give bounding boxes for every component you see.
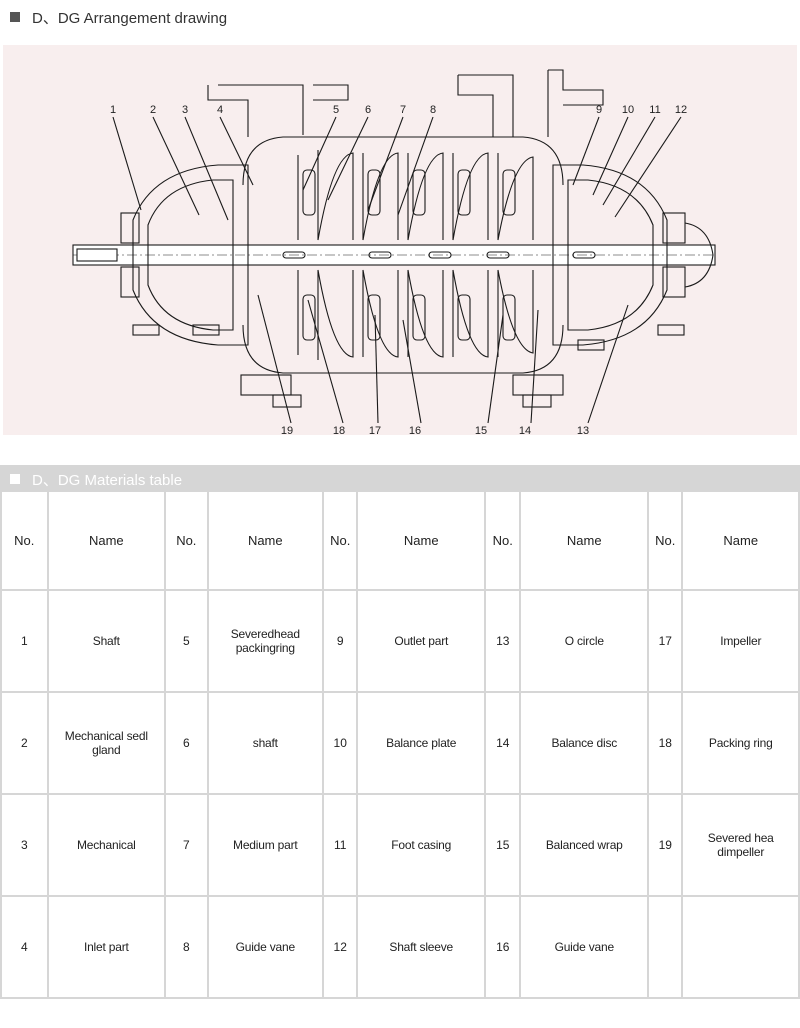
part-number: 4 xyxy=(2,897,47,997)
header-name: Name xyxy=(48,492,165,589)
table-row: 1 Shaft 5 Severedhead packingring 9 Outl… xyxy=(2,591,798,691)
part-number: 5 xyxy=(166,591,207,691)
part-name: Inlet part xyxy=(48,897,165,997)
part-name: Mechanical xyxy=(48,795,165,895)
part-name: Mechanical sedl gland xyxy=(48,693,165,793)
header-no: No. xyxy=(2,492,47,589)
table-row: 3 Mechanical 7 Medium part 11 Foot casin… xyxy=(2,795,798,895)
callout-label-19: 19 xyxy=(281,425,293,435)
part-name: Outlet part xyxy=(358,591,485,691)
part-number: 3 xyxy=(2,795,47,895)
part-number: 15 xyxy=(486,795,520,895)
part-name: Foot casing xyxy=(358,795,485,895)
callout-label-3: 3 xyxy=(182,104,188,116)
materials-section-title: D、DG Materials table xyxy=(32,471,183,489)
callout-label-5: 5 xyxy=(333,104,339,116)
materials-table: No. Name No. Name No. Name No. Name No. … xyxy=(0,490,800,999)
callout-label-6: 6 xyxy=(365,104,371,116)
header-no: No. xyxy=(166,492,207,589)
part-name: Balanced wrap xyxy=(521,795,648,895)
callout-label-13: 13 xyxy=(577,425,589,435)
callout-label-7: 7 xyxy=(400,104,406,116)
part-number: 13 xyxy=(486,591,520,691)
part-number: 11 xyxy=(324,795,357,895)
part-name: Severedhead packingring xyxy=(208,591,323,691)
header-no: No. xyxy=(649,492,682,589)
part-number: 19 xyxy=(649,795,682,895)
part-number: 2 xyxy=(2,693,47,793)
callout-label-8: 8 xyxy=(430,104,436,116)
part-name xyxy=(683,897,798,997)
arrangement-section-title: D、DG Arrangement drawing xyxy=(32,9,228,27)
part-name: Guide vane xyxy=(208,897,323,997)
part-name: Severed hea dimpeller xyxy=(683,795,798,895)
part-number: 18 xyxy=(649,693,682,793)
header-name: Name xyxy=(208,492,323,589)
callout-label-10: 10 xyxy=(622,104,634,116)
part-name: Balance plate xyxy=(358,693,485,793)
header-no: No. xyxy=(324,492,357,589)
square-bullet-icon xyxy=(10,474,20,484)
part-number: 12 xyxy=(324,897,357,997)
callout-label-4: 4 xyxy=(217,104,223,116)
part-name: Guide vane xyxy=(521,897,648,997)
square-bullet-icon xyxy=(10,12,20,22)
part-number: 14 xyxy=(486,693,520,793)
part-name: Packing ring xyxy=(683,693,798,793)
table-row: 2 Mechanical sedl gland 6 shaft 10 Balan… xyxy=(2,693,798,793)
header-no: No. xyxy=(486,492,520,589)
pump-cross-section-drawing: 1 2 3 4 5 6 7 8 9 10 11 12 19 18 17 16 1… xyxy=(72,69,716,435)
part-number: 6 xyxy=(166,693,207,793)
callout-label-14: 14 xyxy=(519,425,531,435)
table-header-row: No. Name No. Name No. Name No. Name No. … xyxy=(2,492,798,589)
callout-label-15: 15 xyxy=(475,425,487,435)
header-name: Name xyxy=(683,492,798,589)
callout-label-17: 17 xyxy=(369,425,381,435)
header-name: Name xyxy=(358,492,485,589)
callout-label-9: 9 xyxy=(596,104,602,116)
callout-label-16: 16 xyxy=(409,425,421,435)
table-row: 4 Inlet part 8 Guide vane 12 Shaft sleev… xyxy=(2,897,798,997)
part-name: Medium part xyxy=(208,795,323,895)
arrangement-section-header: D、DG Arrangement drawing xyxy=(10,6,227,28)
part-name: shaft xyxy=(208,693,323,793)
part-number: 16 xyxy=(486,897,520,997)
callout-label-1: 1 xyxy=(110,104,116,116)
part-number: 1 xyxy=(2,591,47,691)
part-number: 17 xyxy=(649,591,682,691)
materials-section-header: D、DG Materials table xyxy=(0,465,800,493)
part-name: Shaft sleeve xyxy=(358,897,485,997)
callout-label-11: 11 xyxy=(649,104,660,116)
callout-label-2: 2 xyxy=(150,104,156,116)
part-number xyxy=(649,897,682,997)
callout-label-12: 12 xyxy=(675,104,687,116)
part-number: 7 xyxy=(166,795,207,895)
part-name: Impeller xyxy=(683,591,798,691)
part-name: Balance disc xyxy=(521,693,648,793)
header-name: Name xyxy=(521,492,648,589)
part-number: 10 xyxy=(324,693,357,793)
callout-label-18: 18 xyxy=(333,425,345,435)
part-number: 8 xyxy=(166,897,207,997)
arrangement-drawing: 1 2 3 4 5 6 7 8 9 10 11 12 19 18 17 16 1… xyxy=(3,45,797,435)
part-name: O circle xyxy=(521,591,648,691)
part-name: Shaft xyxy=(48,591,165,691)
part-number: 9 xyxy=(324,591,357,691)
